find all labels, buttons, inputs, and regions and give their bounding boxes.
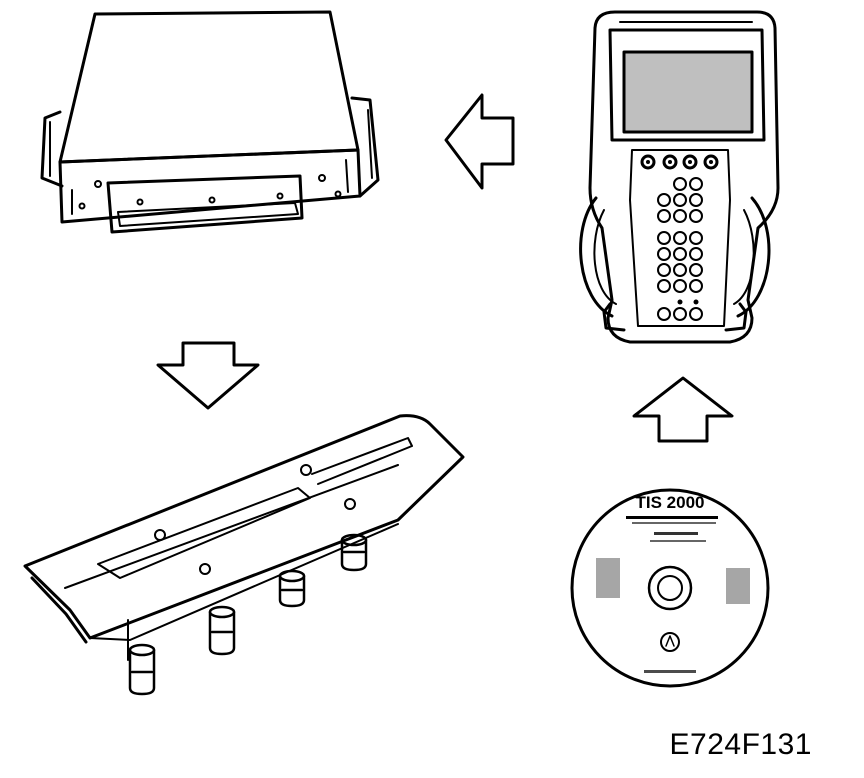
cd-disc-icon <box>570 488 770 688</box>
arrow-up <box>632 376 734 443</box>
figure-code: E724F131 <box>669 728 812 761</box>
arrow-left <box>444 93 515 190</box>
control-module-icon <box>40 10 380 234</box>
cd-title: TIS 2000 <box>636 493 705 512</box>
ignition-cassette-icon <box>23 414 465 696</box>
handheld-tester-icon <box>579 10 780 344</box>
arrow-down <box>156 341 260 410</box>
